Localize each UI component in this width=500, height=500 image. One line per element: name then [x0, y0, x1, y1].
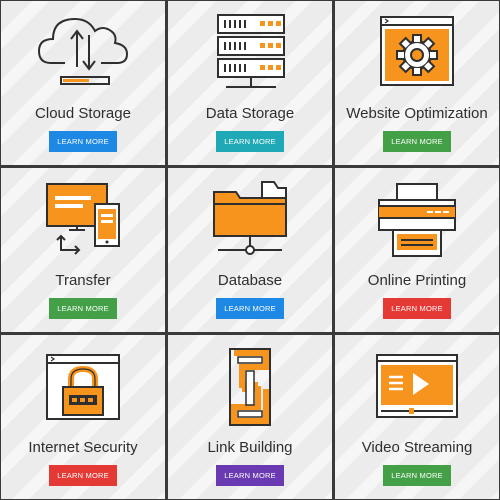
tile-title: Transfer — [55, 272, 111, 289]
printer-icon — [335, 174, 499, 266]
tile-cloud-storage: Cloud Storage LEARN MORE — [1, 1, 165, 165]
tile-title: Video Streaming — [361, 439, 473, 456]
tile-video-streaming: Video Streaming LEARN MORE — [335, 335, 499, 499]
tile-title: Link Building — [207, 439, 293, 456]
learn-more-button[interactable]: LEARN MORE — [49, 131, 117, 152]
video-player-icon — [335, 341, 499, 433]
server-rack-icon — [168, 7, 332, 99]
tile-transfer: Transfer LEARN MORE — [1, 168, 165, 332]
tile-title: Website Optimization — [346, 105, 488, 122]
tile-title: Online Printing — [367, 272, 467, 289]
learn-more-button[interactable]: LEARN MORE — [216, 298, 284, 319]
tile-title: Internet Security — [28, 439, 138, 456]
learn-more-button[interactable]: LEARN MORE — [383, 298, 451, 319]
tile-website-optimization: Website Optimization LEARN MORE — [335, 1, 499, 165]
learn-more-button[interactable]: LEARN MORE — [383, 465, 451, 486]
tile-title: Database — [217, 272, 283, 289]
learn-more-button[interactable]: LEARN MORE — [216, 131, 284, 152]
tile-data-storage: Data Storage LEARN MORE — [168, 1, 332, 165]
tile-database: Database LEARN MORE — [168, 168, 332, 332]
tile-title: Cloud Storage — [35, 105, 131, 122]
tile-link-building: Link Building LEARN MORE — [168, 335, 332, 499]
tile-online-printing: Online Printing LEARN MORE — [335, 168, 499, 332]
tile-internet-security: Internet Security LEARN MORE — [1, 335, 165, 499]
tile-title: Data Storage — [205, 105, 295, 122]
browser-lock-icon — [1, 341, 165, 433]
cloud-upload-icon — [1, 7, 165, 99]
network-folder-icon — [168, 174, 332, 266]
learn-more-button[interactable]: LEARN MORE — [49, 465, 117, 486]
learn-more-button[interactable]: LEARN MORE — [49, 298, 117, 319]
browser-gear-icon — [335, 7, 499, 99]
learn-more-button[interactable]: LEARN MORE — [383, 131, 451, 152]
learn-more-button[interactable]: LEARN MORE — [216, 465, 284, 486]
devices-transfer-icon — [1, 174, 165, 266]
chain-link-icon — [168, 341, 332, 433]
